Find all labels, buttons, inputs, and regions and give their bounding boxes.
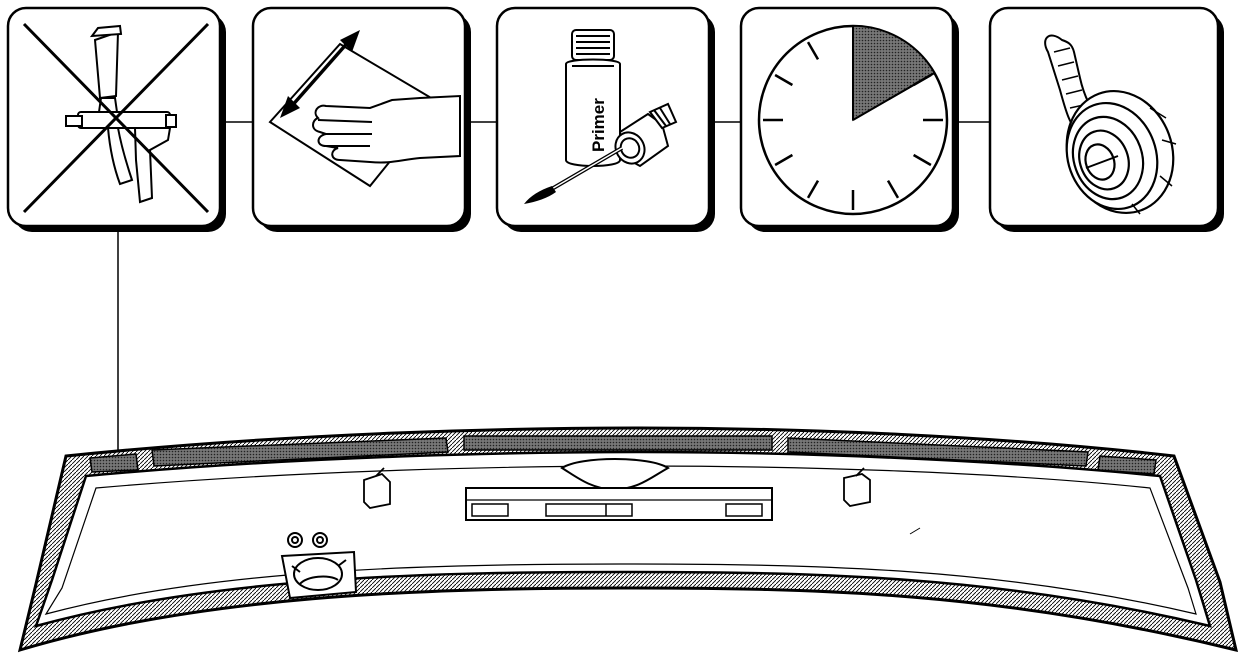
clock-tick [806,41,820,61]
clock-tick [806,179,820,199]
windshield-panel [17,426,1239,653]
clock-tick [912,153,932,167]
no-spray-gun-icon [6,6,226,232]
primer-bottle-icon: Primer [495,6,715,232]
adhesive-tape-roll-icon [988,6,1224,232]
clock-tick [774,153,794,167]
primer-label: Primer [589,98,608,152]
clock-face [757,24,949,216]
clock-tick [912,73,932,87]
wipe-clean-icon [251,6,471,232]
clock-shaded-sector [852,25,936,122]
clock-icon [739,6,959,232]
clock-tick [774,73,794,87]
clock-ticks [763,41,943,210]
clock-tick [886,179,900,199]
